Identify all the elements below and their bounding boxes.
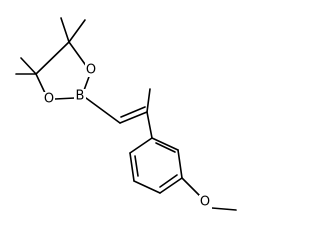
bond-ring-3: [159, 177, 183, 194]
bond-alkene-aryl: [146, 111, 153, 139]
bond-o2-c5: [35, 73, 46, 94]
atom-o-methoxy-bg: [199, 195, 212, 209]
bond-alkene-1: [119, 111, 148, 124]
bond-c4-o1: [68, 41, 88, 68]
atom-o-methoxy: O: [200, 195, 210, 210]
bond-ring-5: [129, 152, 135, 182]
atom-boron: B: [76, 89, 85, 104]
bond-methoxy-methyl: [211, 207, 237, 211]
bond-ring-inner-3: [134, 155, 139, 177]
atom-o-lower: O: [44, 92, 54, 107]
bond-alkene-2: [120, 106, 146, 118]
atom-b-bg: [74, 89, 86, 103]
bond-b-vinyl: [85, 97, 121, 124]
atom-o-upper-bg: [85, 63, 97, 77]
bond-b-o2: [54, 97, 76, 100]
molecule-drawing: O B O O: [15, 17, 237, 211]
atom-o-lower-bg: [43, 92, 55, 106]
bond-ring-4: [133, 180, 161, 194]
atom-o-upper: O: [86, 63, 96, 78]
bond-c4-methyl-a: [68, 19, 86, 43]
bond-ring-6: [129, 137, 153, 154]
bond-ring-inner-2: [159, 174, 178, 188]
bond-alkene-methyl: [146, 88, 151, 113]
bond-ring-methoxy-o: [181, 177, 200, 196]
molecule-structure: O B O O: [15, 17, 237, 211]
bond-ring-1: [151, 137, 179, 151]
bond-c4-methyl-b: [60, 17, 70, 43]
bond-c5-methyl-a: [20, 57, 37, 75]
bond-c5-c4: [35, 41, 70, 75]
bond-ring-2: [177, 149, 183, 179]
bond-ring-inner-1: [155, 142, 176, 153]
